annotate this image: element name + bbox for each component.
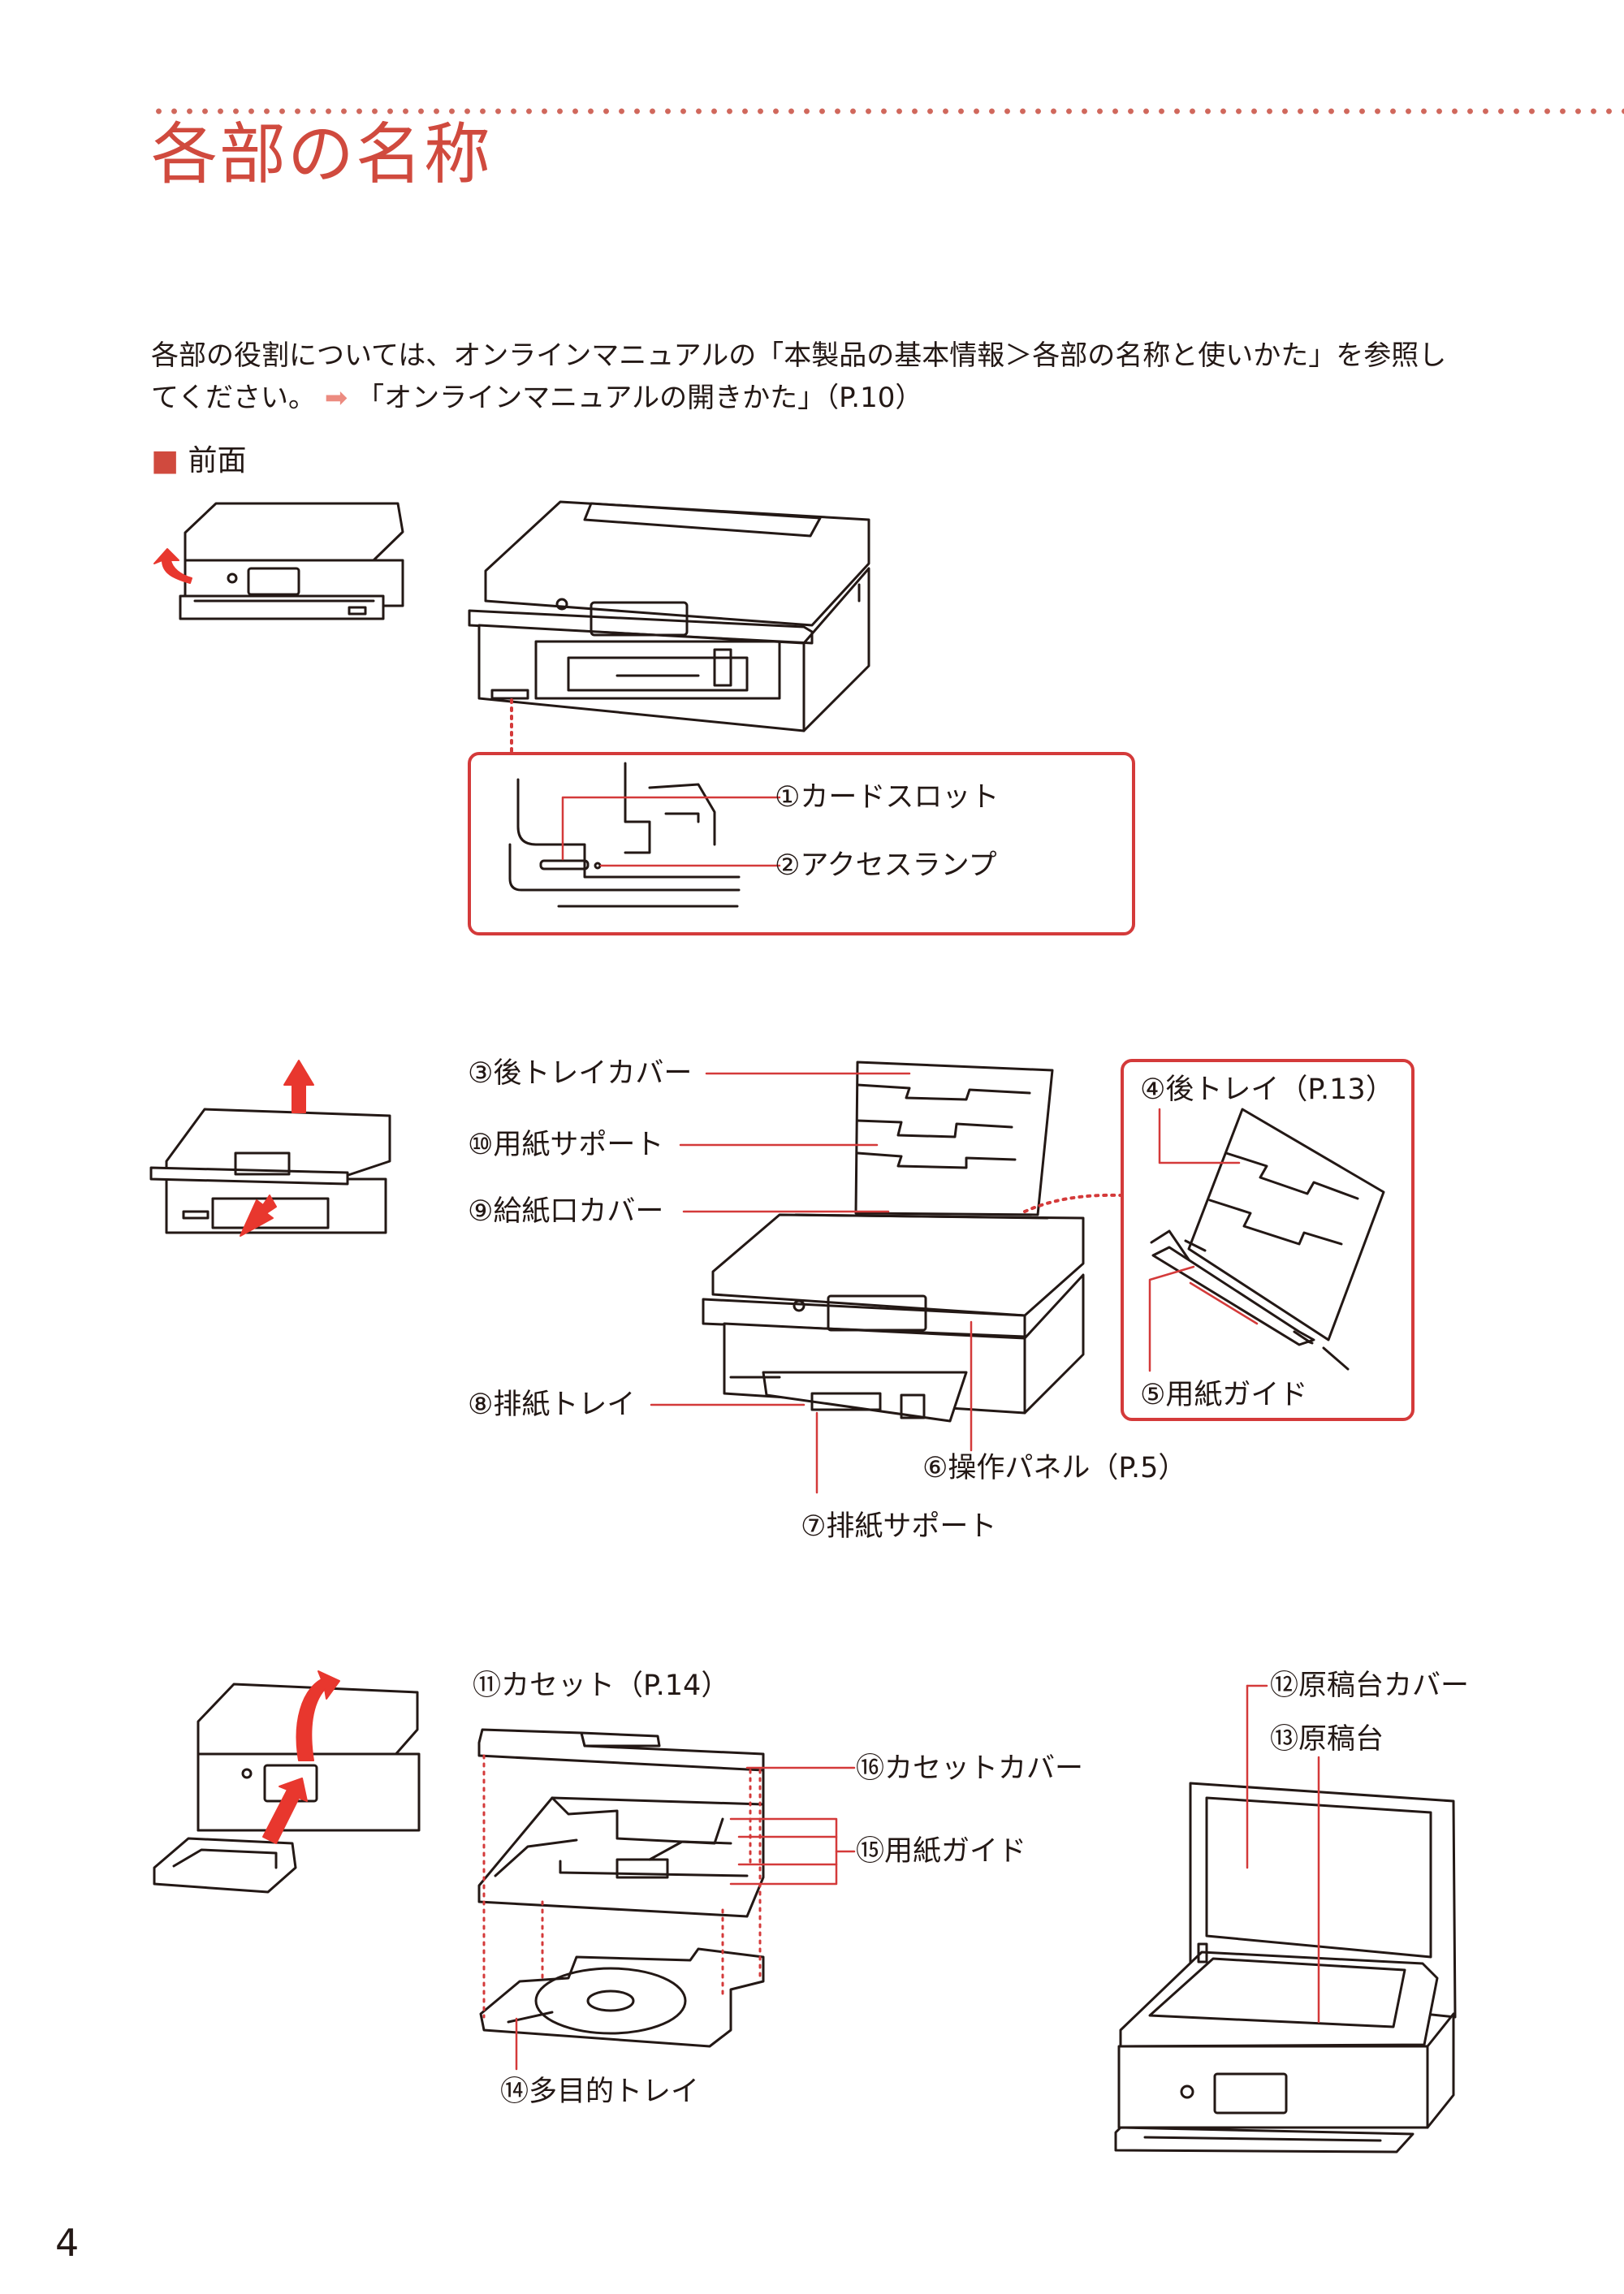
section-heading-label: 前面 <box>188 444 247 477</box>
cassette-exploded <box>477 1728 765 2048</box>
label-operation-panel: ⑥操作パネル（P.5） <box>922 1452 1187 1484</box>
small-printer-tray-out <box>149 1108 391 1234</box>
label-cassette-cover: ⑯カセットカバー <box>856 1752 1084 1785</box>
arrow-icon <box>296 1670 340 1761</box>
arrow-icon <box>262 1778 308 1844</box>
page-number: 4 <box>55 2221 80 2265</box>
section-heading-front: ■ 前面 <box>151 442 246 481</box>
arrow-icon <box>153 548 192 584</box>
label-multipurpose-tray: ⑭多目的トレイ <box>500 2076 700 2108</box>
main-printer-front <box>468 500 870 732</box>
small-printer-cassette-out <box>153 1683 421 1894</box>
label-paper-guide-cassette: ⑮用紙ガイド <box>856 1835 1027 1868</box>
intro-line-1: 各部の役割については、オンラインマニュアルの「本製品の基本情報＞各部の名称と使い… <box>151 339 1447 372</box>
rear-tray-leader <box>1158 1108 1241 1164</box>
label-output-support: ⑦排紙サポート <box>801 1510 997 1543</box>
arrow-icon <box>283 1060 314 1113</box>
printer-document-cover <box>1114 1782 1457 2154</box>
label-paper-support: ⑩用紙サポート <box>468 1129 664 1161</box>
paper-guide-rear-leader <box>1148 1265 1195 1372</box>
label-card-slot: ①カードスロット <box>775 781 1000 814</box>
label-rear-tray-cover: ③後トレイカバー <box>468 1057 693 1090</box>
small-printer-panel-lift <box>179 502 404 620</box>
intro-paragraph: 各部の役割については、オンラインマニュアルの「本製品の基本情報＞各部の名称と使い… <box>151 335 1483 419</box>
label-rear-tray: ④後トレイ（P.13） <box>1140 1074 1394 1106</box>
right-arrow-icon: ➡ <box>324 382 348 414</box>
page-title: 各部の名称 <box>151 116 493 193</box>
main-printer-rear-tray <box>702 1061 1085 1423</box>
label-paper-guide-rear: ⑤用紙ガイド <box>1140 1379 1308 1411</box>
rear-tray-closeup <box>1150 1108 1385 1371</box>
intro-line-2-prefix: てください。 <box>151 382 316 414</box>
label-feed-slot-cover: ⑨給紙口カバー <box>468 1195 664 1228</box>
label-platen: ⑬原稿台 <box>1270 1723 1384 1756</box>
intro-line-2: てください。 ➡ 「オンラインマニュアルの開きかた」（P.10） <box>151 377 1483 419</box>
label-access-lamp: ②アクセスランプ <box>775 849 997 882</box>
square-icon: ■ <box>151 444 179 477</box>
card-slot-closeup <box>508 762 741 908</box>
card-slot-leader <box>561 796 781 861</box>
online-manual-link[interactable]: 「オンラインマニュアルの開きかた」（P.10） <box>356 382 923 414</box>
label-document-cover: ⑫原稿台カバー <box>1270 1670 1470 1702</box>
arrow-icon <box>240 1195 277 1237</box>
title-dotted-rule <box>151 107 1624 115</box>
label-cassette: ⑪カセット（P.14） <box>473 1670 730 1702</box>
label-output-tray: ⑧排紙トレイ <box>468 1389 636 1421</box>
